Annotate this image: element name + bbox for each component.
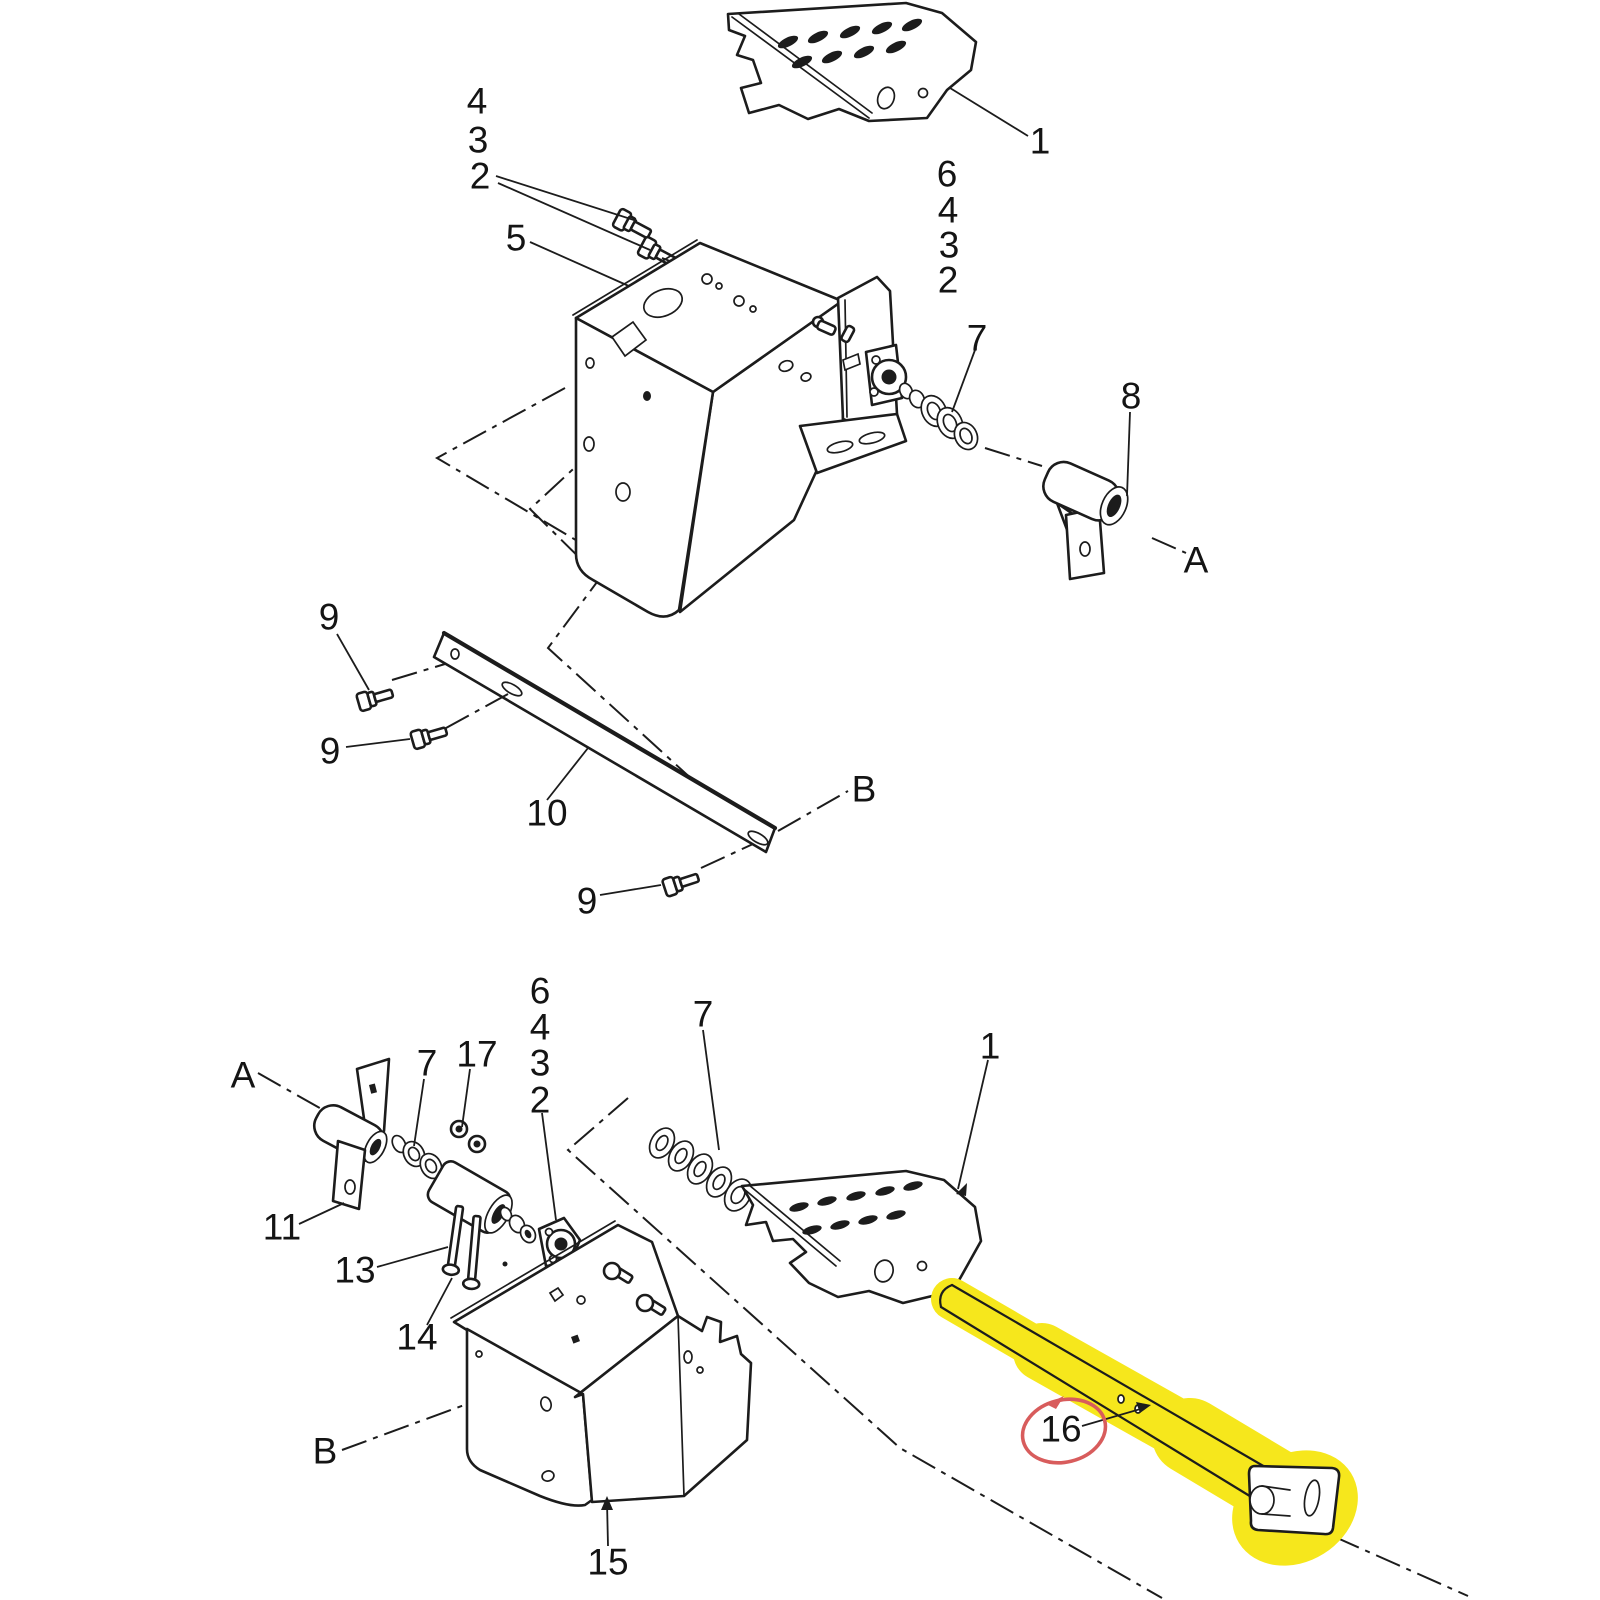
leader-14 (426, 1277, 453, 1326)
leader-11 (298, 1202, 345, 1225)
bolt-axis (700, 843, 754, 869)
callout-7-top: 7 (966, 317, 988, 359)
top-assembly (336, 1, 1187, 898)
leader-9b (345, 738, 411, 748)
callout-4-top: 4 (466, 80, 488, 122)
callout-3-top: 3 (467, 119, 489, 161)
callout-b-top: B (851, 768, 877, 810)
bolt-axis (445, 693, 509, 729)
part-10-bar (432, 630, 778, 854)
callout-b-bottom: B (312, 1430, 338, 1472)
leader-2b (497, 182, 651, 251)
callout-4b-top: 4 (937, 189, 959, 231)
leader-1-bottom (957, 1059, 989, 1190)
leader-16-arrow (1136, 1402, 1151, 1413)
leader-7-top (951, 349, 976, 413)
leader-15-arrow (601, 1496, 613, 1510)
leader-10 (546, 747, 589, 801)
callout-7-bm: 7 (692, 993, 714, 1035)
leader-2-bottom (541, 1112, 557, 1221)
callout-2-bottom: 2 (529, 1079, 551, 1121)
callout-1-bottom: 1 (979, 1025, 1001, 1067)
callout-16-highlighted: 16 (1040, 1408, 1082, 1450)
bottom-assembly (257, 1029, 1469, 1599)
callout-13: 13 (334, 1249, 376, 1291)
callout-6-bottom: 6 (529, 970, 551, 1012)
callout-2-top: 2 (469, 155, 491, 197)
leader-9a (336, 633, 370, 691)
leader-16 (1081, 1407, 1145, 1427)
axis-b-line (777, 790, 849, 832)
leader-5 (529, 241, 632, 288)
washers-left (391, 1134, 443, 1180)
callout-3-bottom: 3 (529, 1042, 551, 1084)
part-17-nuts (449, 1119, 487, 1154)
leader-2a (495, 175, 638, 222)
axis-a-line (1151, 537, 1187, 554)
callout-4-bottom: 4 (529, 1006, 551, 1048)
construction-line (434, 387, 614, 563)
leader-17 (461, 1068, 471, 1128)
part-7-washers-top (898, 382, 979, 451)
part-15-bracket (450, 1220, 753, 1507)
callout-7-bl: 7 (416, 1042, 438, 1084)
callout-3b-top: 3 (938, 224, 960, 266)
callout-2b-top: 2 (937, 259, 959, 301)
callout-10: 10 (526, 792, 568, 834)
part-14-pins (441, 1204, 482, 1291)
leader-7-bottom-left (413, 1078, 425, 1147)
callout-15: 15 (587, 1541, 629, 1583)
callout-14: 14 (396, 1316, 438, 1358)
axis-a-line (984, 447, 1043, 467)
part-13-bushing (426, 1160, 513, 1234)
leader-7-bottom-mid (702, 1029, 720, 1151)
leader-8 (1126, 411, 1131, 497)
washers-small (499, 1206, 537, 1244)
part-11-pivot (312, 1057, 391, 1211)
part-16-arm-highlighted (931, 1278, 1358, 1566)
callout-1-top: 1 (1029, 120, 1051, 162)
callout-9c: 9 (576, 880, 598, 922)
callout-17: 17 (456, 1033, 498, 1075)
callout-a-bottom: A (230, 1054, 256, 1096)
callout-9a: 9 (318, 596, 340, 638)
bolt-axis (391, 663, 446, 681)
leader-13 (376, 1246, 449, 1268)
callout-a-top: A (1183, 539, 1209, 581)
arm-axis (1334, 1536, 1469, 1597)
axis-a-line-bottom (257, 1072, 326, 1112)
highlight-marker-circle (1020, 1396, 1108, 1465)
axis-b-line-bottom (341, 1382, 525, 1451)
part-5-bracket (572, 239, 908, 618)
leader-1-top (949, 87, 1029, 137)
washer-stack-7 (648, 1127, 753, 1212)
callout-9b: 9 (319, 730, 341, 772)
callout-5: 5 (505, 217, 527, 259)
part-1-plate-top (726, 1, 978, 123)
part-9-bolts (355, 688, 700, 898)
marker-arrow-tip (1046, 1396, 1064, 1409)
carriage-bolts (602, 1261, 667, 1316)
callout-11: 11 (262, 1206, 302, 1248)
callout-8: 8 (1120, 375, 1142, 417)
callout-6-top: 6 (936, 153, 958, 195)
part-1-plate-bottom (740, 1169, 983, 1305)
construction-line-long (566, 1097, 1163, 1599)
leader-1-arrow (956, 1183, 967, 1196)
leader-9c (599, 884, 662, 896)
part-8-pivot (1042, 460, 1129, 581)
pivot-hub-top (840, 324, 908, 407)
